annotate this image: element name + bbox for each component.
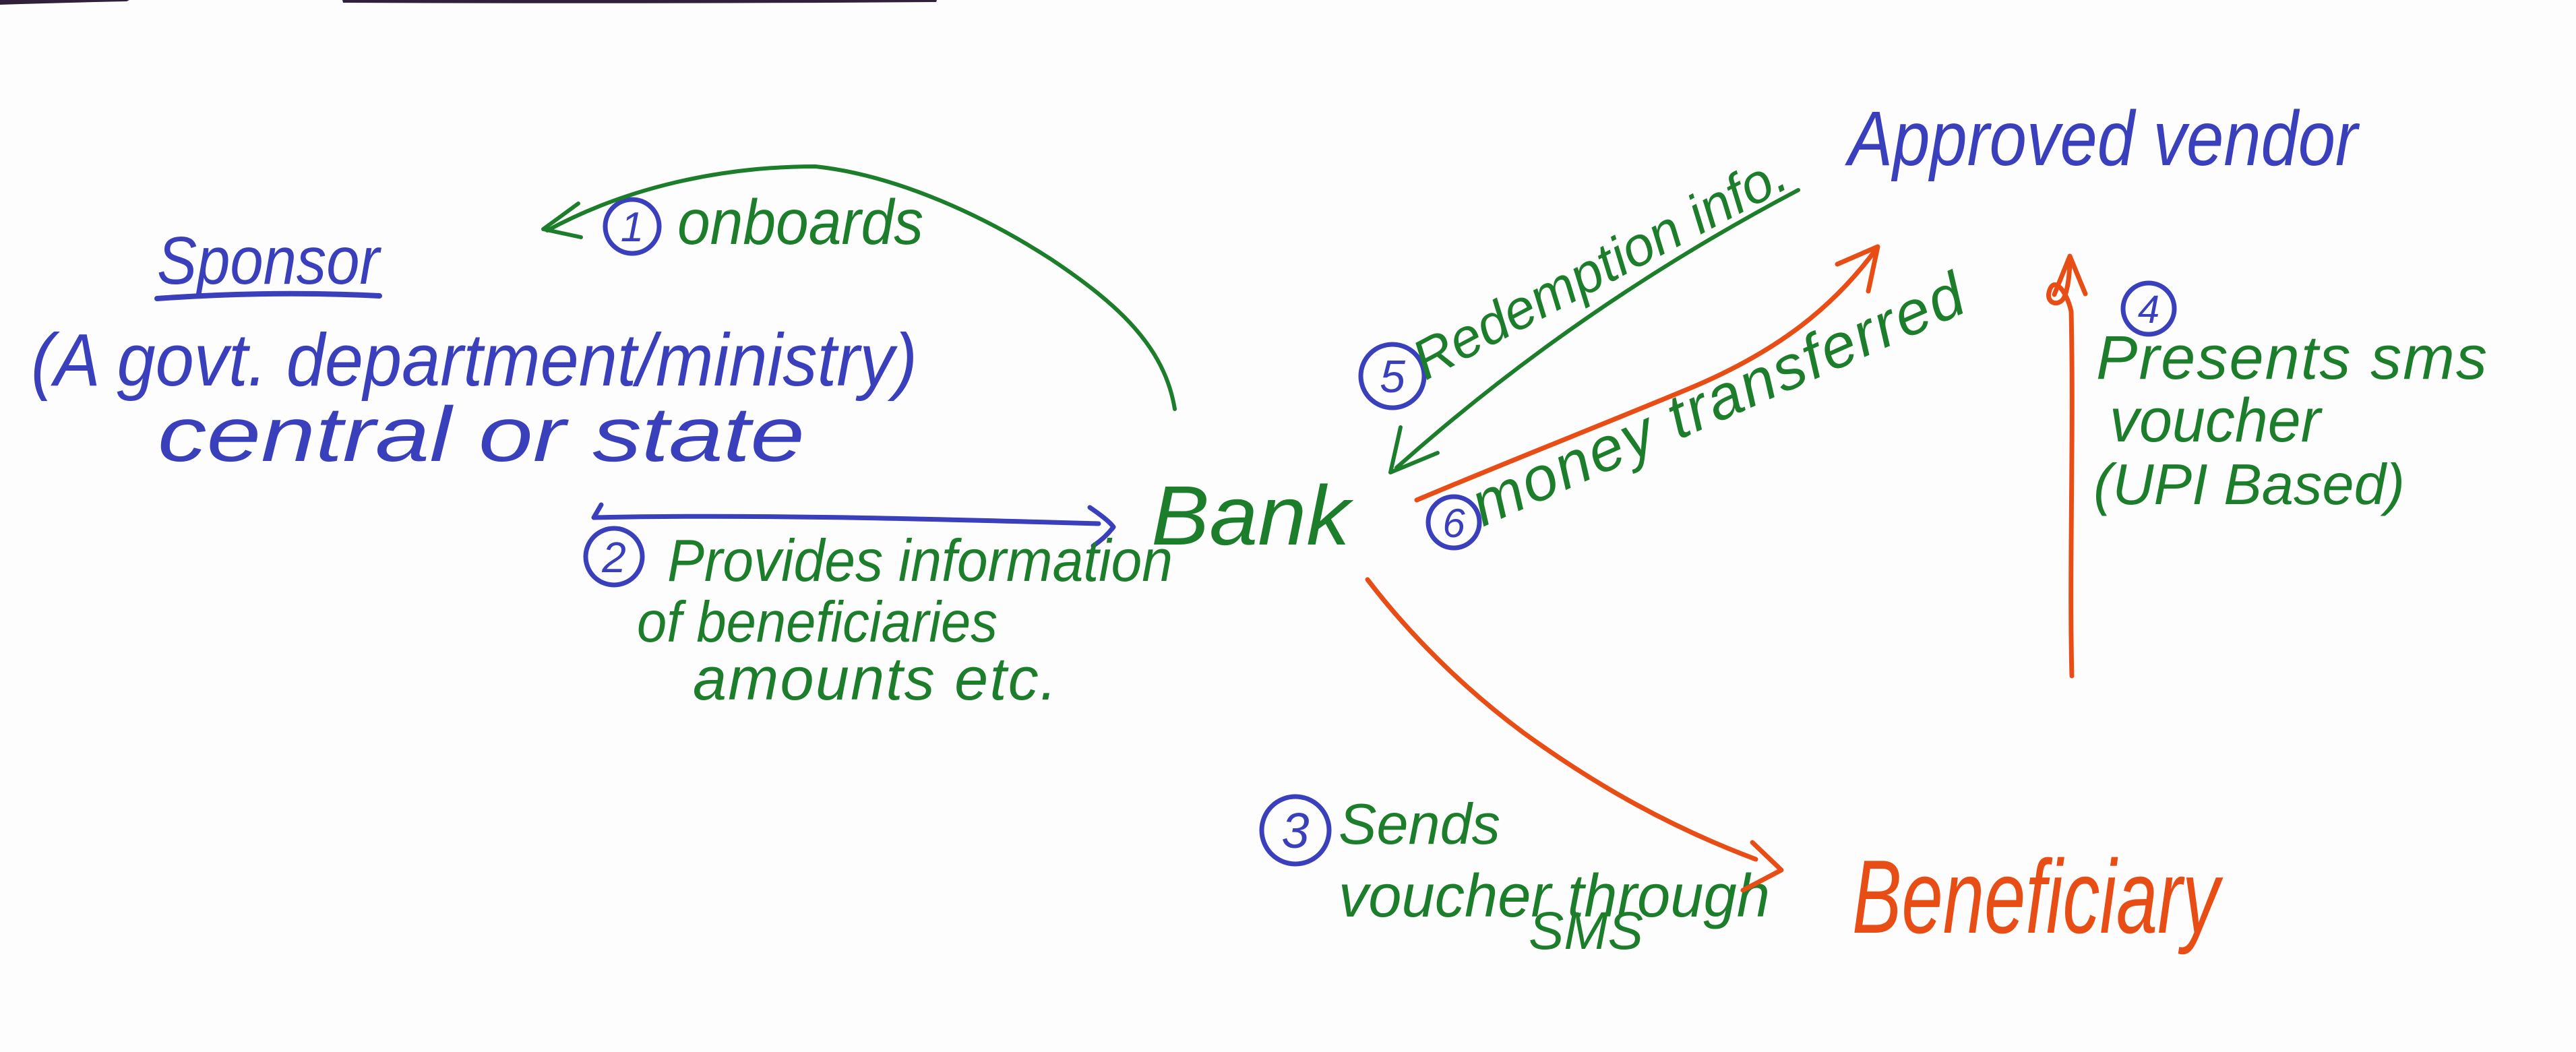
svg-text:5: 5 <box>1380 351 1405 402</box>
svg-text:amounts etc.: amounts etc. <box>693 646 1057 713</box>
svg-text:central or state: central or state <box>158 392 805 478</box>
svg-text:2: 2 <box>601 533 626 582</box>
svg-text:of beneficiaries: of beneficiaries <box>637 590 998 654</box>
svg-text:voucher through: voucher through <box>1339 863 1770 930</box>
svg-text:Sponsor: Sponsor <box>157 223 381 299</box>
svg-text:Provides information: Provides information <box>667 527 1173 594</box>
svg-text:(A govt. department/ministry): (A govt. department/ministry) <box>31 319 917 402</box>
svg-text:SMS: SMS <box>1529 900 1643 960</box>
svg-text:4: 4 <box>2138 288 2159 332</box>
svg-text:Approved vendor: Approved vendor <box>1845 96 2360 182</box>
svg-text:Sends: Sends <box>1339 793 1500 857</box>
svg-text:Presents sms: Presents sms <box>2096 323 2487 392</box>
svg-text:1: 1 <box>621 204 644 251</box>
svg-text:(UPI Based): (UPI Based) <box>2093 453 2405 517</box>
svg-text:6: 6 <box>1442 501 1465 546</box>
svg-text:onboards: onboards <box>677 187 923 258</box>
svg-text:3: 3 <box>1281 803 1309 859</box>
svg-text:voucher: voucher <box>2110 386 2323 455</box>
svg-text:Bank: Bank <box>1151 469 1354 563</box>
svg-text:Beneficiary: Beneficiary <box>1852 838 2224 955</box>
